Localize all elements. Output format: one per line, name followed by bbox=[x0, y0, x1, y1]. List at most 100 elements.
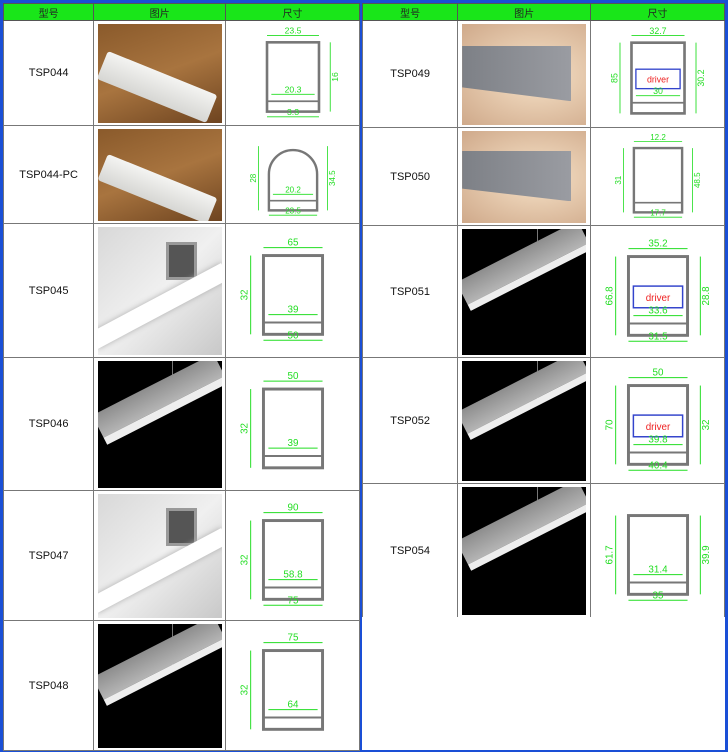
driver-label: driver bbox=[645, 292, 670, 303]
model-number: TSP054 bbox=[390, 544, 430, 557]
dimension-left: 32 bbox=[239, 289, 250, 300]
product-photo bbox=[97, 493, 222, 618]
model-number: TSP052 bbox=[390, 414, 430, 427]
model-number: TSP051 bbox=[390, 285, 430, 298]
profile-drawing: 23.520.33.316 bbox=[265, 25, 340, 117]
model-number: TSP048 bbox=[28, 679, 69, 692]
profile-outline bbox=[261, 648, 324, 731]
product-photo bbox=[462, 23, 587, 125]
header-picture: 图片 bbox=[93, 3, 227, 21]
dimension-top: 35.2 bbox=[648, 238, 667, 249]
profile-outline bbox=[265, 40, 320, 113]
dimension-left: 32 bbox=[239, 554, 250, 565]
dimension-bottom: 31.5 bbox=[648, 331, 668, 342]
dimension-mid: 58.8 bbox=[283, 569, 303, 580]
header-model: 型号 bbox=[361, 3, 459, 21]
product-photo bbox=[462, 360, 587, 481]
dimension-top: 32.7 bbox=[649, 25, 666, 35]
empty-area bbox=[362, 617, 725, 750]
dimension-top: 50 bbox=[652, 367, 663, 378]
profile-outline bbox=[261, 387, 324, 469]
product-row: TSP051 driver 35.2 33.6 31.5 66.8 28.8 bbox=[361, 225, 725, 358]
dimension-bottom: 75 bbox=[287, 595, 298, 606]
header-size: 尺寸 bbox=[590, 3, 725, 21]
profile-outline bbox=[629, 40, 686, 115]
dimension-mid: 64 bbox=[287, 699, 298, 710]
dimension-left: 85 bbox=[609, 73, 619, 83]
profile-outline bbox=[626, 383, 689, 466]
profile-outline bbox=[626, 254, 689, 337]
dimension-right: 28.8 bbox=[701, 285, 712, 305]
model-number: TSP044 bbox=[28, 67, 69, 79]
model-number: TSP046 bbox=[28, 418, 69, 430]
driver-box bbox=[632, 284, 683, 308]
profile-drawing: driver 35.2 33.6 31.5 66.8 28.8 bbox=[604, 238, 712, 342]
dimension-right: 34.5 bbox=[327, 169, 336, 185]
dimension-top: 75 bbox=[287, 632, 298, 643]
dimension-left: 28 bbox=[249, 173, 258, 182]
dimension-right: 30.2 bbox=[695, 69, 705, 86]
dimension-top: 12.2 bbox=[650, 133, 666, 142]
dimension-mid: 20.2 bbox=[285, 185, 301, 194]
dimension-left: 32 bbox=[239, 422, 250, 433]
dimension-left: 32 bbox=[239, 684, 250, 695]
profile-outline bbox=[267, 148, 318, 212]
dimension-bottom: 3.3 bbox=[287, 107, 299, 117]
product-photo bbox=[462, 486, 587, 615]
profile-outline bbox=[632, 146, 683, 214]
model-number: TSP047 bbox=[28, 549, 69, 562]
product-photo bbox=[97, 128, 222, 221]
header-model: 型号 bbox=[2, 3, 95, 21]
dimension-top: 90 bbox=[287, 502, 298, 513]
dimension-mid: 39 bbox=[287, 304, 298, 315]
dimension-top: 65 bbox=[287, 237, 298, 248]
dimension-mid: 30 bbox=[653, 85, 663, 95]
profile-outline bbox=[261, 518, 324, 601]
dimension-left: 70 bbox=[604, 418, 615, 429]
dimension-right: 16 bbox=[330, 71, 340, 81]
dimension-mid: 39 bbox=[287, 438, 298, 449]
product-photo bbox=[462, 130, 587, 223]
dimension-left: 66.8 bbox=[604, 285, 615, 305]
dimension-mid: 33.6 bbox=[648, 305, 668, 316]
model-number: TSP045 bbox=[28, 284, 69, 297]
dimension-left: 61.7 bbox=[604, 545, 615, 564]
model-number: TSP049 bbox=[390, 68, 430, 80]
product-photo bbox=[97, 360, 222, 488]
profile-outline bbox=[261, 253, 324, 336]
driver-box bbox=[634, 68, 681, 89]
driver-label: driver bbox=[645, 421, 670, 432]
model-number: TSP050 bbox=[390, 170, 430, 183]
product-row: TSP044-PC 20.2 23.5 28 34.5 bbox=[2, 125, 360, 224]
dimension-right: 48.5 bbox=[692, 171, 701, 187]
product-row: TSP047 90 58.8 75 32 bbox=[2, 490, 360, 621]
dimension-bottom: 50 bbox=[287, 330, 298, 341]
product-row: TSP045 65 39 50 32 bbox=[2, 223, 360, 358]
dimension-top: 23.5 bbox=[284, 25, 301, 35]
dimension-mid: 39.8 bbox=[648, 434, 668, 445]
dimension-bottom: 23.5 bbox=[285, 206, 301, 215]
profile-drawing: 75 64 32 bbox=[239, 632, 324, 731]
profile-drawing: 20.2 23.5 28 34.5 bbox=[249, 145, 336, 216]
dimension-right: 39.9 bbox=[701, 545, 712, 564]
product-photo bbox=[97, 23, 222, 123]
dimension-bottom: 17.7 bbox=[650, 208, 666, 217]
product-photo bbox=[97, 226, 222, 355]
product-row: TSP048 75 64 32 bbox=[2, 620, 360, 751]
profile-outline bbox=[626, 513, 689, 596]
dimension-mid: 31.4 bbox=[648, 564, 668, 575]
model-number: TSP044-PC bbox=[19, 168, 78, 181]
product-photo bbox=[462, 228, 587, 355]
